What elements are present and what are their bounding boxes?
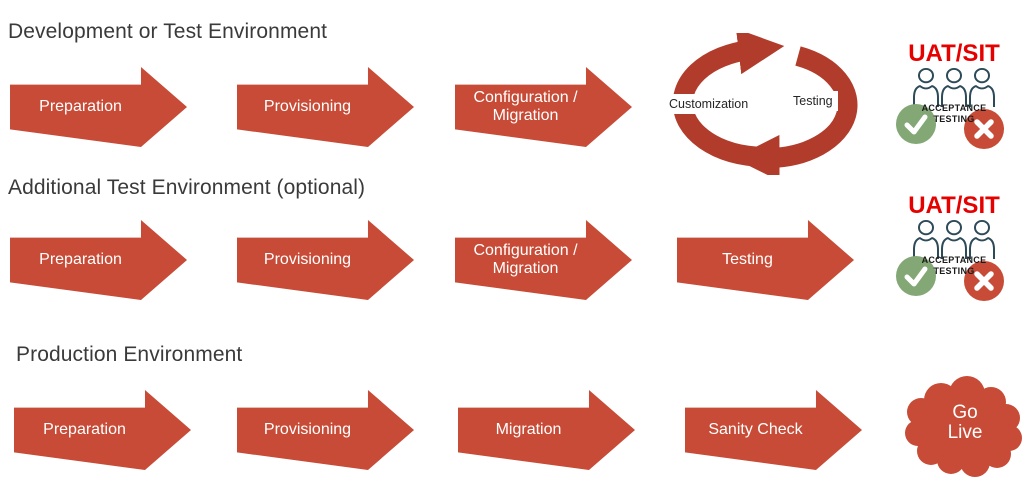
arrow-label: Configuration / Migration — [473, 88, 578, 124]
go-live-line: Live — [947, 421, 983, 443]
arrow-production-migration: Migration — [458, 390, 635, 470]
go-live-cloud-icon — [905, 376, 1022, 477]
check-icon — [896, 256, 936, 296]
cross-icon — [964, 261, 1004, 301]
acceptance-testing-caption: ACCEPTANCE TESTING — [893, 255, 1015, 277]
acceptance-testers-icon — [913, 219, 995, 259]
heading-dev-test-environment: Development or Test Environment — [8, 20, 328, 43]
arrow-label: Preparation — [43, 420, 126, 438]
arrow-dev-configuration-migration: Configuration / Migration — [455, 67, 632, 147]
cycle-label-customization: Customization — [664, 94, 754, 114]
caption-line: TESTING — [933, 266, 975, 276]
arrow-label: Provisioning — [263, 97, 352, 115]
arrow-label: Preparation — [39, 97, 122, 115]
uat-sit-title: UAT/SIT — [908, 40, 1000, 67]
arrow-label: Provisioning — [263, 250, 352, 268]
uat-sit-block-dev: UAT/SIT ACCEPTANCE TESTING — [893, 40, 1015, 152]
arrow-production-sanity-check: Sanity Check — [685, 390, 862, 470]
uat-sit-block-additional: UAT/SIT ACCEPTANCE TESTING — [893, 192, 1015, 304]
arrow-dev-preparation: Preparation — [10, 67, 187, 147]
arrow-dev-provisioning: Provisioning — [237, 67, 414, 147]
uat-sit-title: UAT/SIT — [908, 192, 1000, 219]
cycle-label-testing: Testing — [788, 91, 838, 111]
cycle-right-arrow — [733, 46, 858, 175]
acceptance-testing-caption: ACCEPTANCE TESTING — [893, 103, 1015, 125]
arrow-label: Provisioning — [263, 420, 352, 438]
caption-line: ACCEPTANCE — [921, 103, 987, 113]
check-icon — [896, 104, 936, 144]
arrow-additional-preparation: Preparation — [10, 220, 187, 300]
arrow-additional-configuration-migration: Configuration / Migration — [455, 220, 632, 300]
arrow-label: Preparation — [39, 250, 122, 268]
arrow-additional-provisioning: Provisioning — [237, 220, 414, 300]
arrow-label: Testing — [722, 250, 773, 268]
heading-additional-test-environment: Additional Test Environment (optional) — [8, 176, 366, 199]
arrow-production-provisioning: Provisioning — [237, 390, 414, 470]
arrow-label: Configuration / Migration — [473, 241, 578, 277]
cross-icon — [964, 109, 1004, 149]
caption-line: TESTING — [933, 114, 975, 124]
caption-line: ACCEPTANCE — [921, 255, 987, 265]
arrow-production-preparation: Preparation — [14, 390, 191, 470]
go-live-label: Go Live — [905, 403, 1025, 443]
arrow-label: Migration — [495, 420, 562, 438]
arrow-label: Sanity Check — [708, 420, 803, 438]
go-live-line: Go — [952, 402, 978, 423]
heading-production-environment: Production Environment — [16, 343, 243, 366]
acceptance-testers-icon — [913, 67, 995, 107]
arrow-additional-testing: Testing — [677, 220, 854, 300]
